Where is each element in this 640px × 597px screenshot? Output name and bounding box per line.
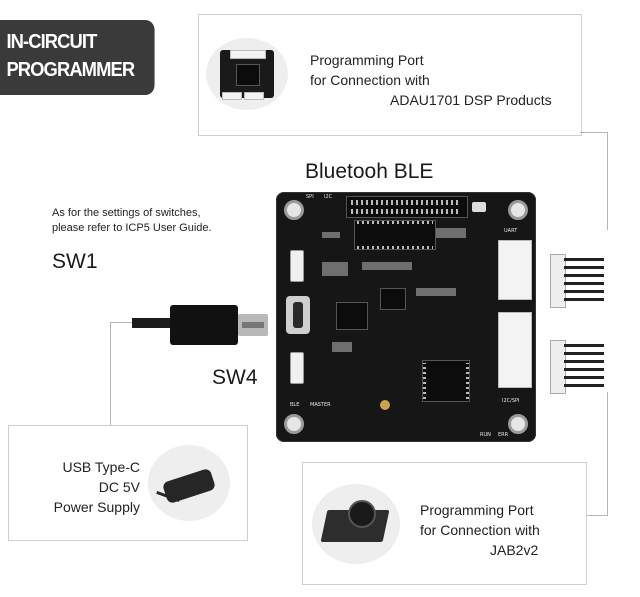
leader-line-top-h [580, 132, 608, 133]
banner-line-1: IN-CIRCUIT [6, 31, 97, 53]
silk-err: ERR [498, 432, 509, 438]
sw4-label: SW4 [212, 366, 258, 389]
power-line-1: USB Type-C [62, 459, 140, 475]
leader-line-top-v [607, 132, 608, 230]
status-led [380, 400, 390, 410]
silk-master: MASTER [310, 402, 331, 408]
usb-c-port [286, 296, 310, 334]
sw4-switch [290, 352, 304, 384]
sw1-label: SW1 [52, 250, 98, 273]
silk-spi: SPI [306, 194, 314, 200]
ribbon-connector-bottom [550, 340, 566, 394]
reset-button [472, 202, 486, 212]
leader-line-bottom-h [585, 515, 608, 516]
power-line-3: Power Supply [53, 499, 140, 515]
mcu-chip [354, 220, 436, 250]
mount-hole-tl [284, 200, 304, 220]
uart-connector [498, 240, 532, 300]
callout-adau1701-line-1: Programming Port [310, 52, 424, 68]
callout-jab2v2-line-2: for Connection with [420, 522, 540, 538]
switch-note: As for the settings of switches, please … [52, 206, 212, 236]
usb-cable [132, 318, 172, 328]
callout-power-text: USB Type-C DC 5V Power Supply [20, 457, 140, 517]
i2c-spi-connector [498, 312, 532, 388]
power-line-2: DC 5V [98, 479, 140, 495]
title-banner: IN-CIRCUIT PROGRAMMER [0, 20, 155, 95]
callout-adau1701-line-2: for Connection with [310, 72, 430, 88]
silk-run: RUN [480, 432, 491, 438]
sw1-switch [290, 250, 304, 282]
switch-note-line-2: please refer to ICP5 User Guide. [52, 222, 212, 234]
callout-jab2v2-text: Programming Port for Connection with JAB… [420, 500, 580, 560]
callout-adau1701-line-3: ADAU1701 DSP Products [390, 92, 552, 108]
adau1701-board-photo [206, 38, 288, 110]
silk-i2c: I2C [324, 194, 333, 200]
leader-line-bottom-v [607, 392, 608, 516]
bluetooth-module [346, 196, 468, 218]
switch-note-line-1: As for the settings of switches, [52, 207, 201, 219]
callout-adau1701-text: Programming Port for Connection with ADA… [310, 50, 572, 110]
mount-hole-br [508, 414, 528, 434]
jab2v2-board-photo [312, 484, 400, 564]
silk-uart: UART [504, 228, 518, 234]
ribbon-wires-top [564, 256, 604, 304]
leader-line-usb-v [110, 322, 111, 426]
callout-jab2v2-line-1: Programming Port [420, 502, 534, 518]
callout-jab2v2-line-3: JAB2v2 [490, 542, 539, 558]
banner-line-2: PROGRAMMER [6, 59, 135, 81]
icp5-pcb-board: SPI I2C UART I2C/SPI BLE MASTER RUN ERR [276, 192, 536, 442]
usb-plug-tip [238, 314, 268, 336]
silk-ble: BLE [290, 402, 300, 408]
usb-plug-body [170, 305, 238, 345]
ribbon-wires-bottom [564, 342, 604, 390]
ribbon-connector-top [550, 254, 566, 308]
power-adapter-photo [148, 445, 230, 521]
board-title: Bluetooh BLE [305, 160, 434, 183]
mount-hole-bl [284, 414, 304, 434]
silk-i2c-spi: I2C/SPI [502, 398, 520, 404]
eeprom-chip [422, 360, 470, 402]
mount-hole-tr [508, 200, 528, 220]
leader-line-usb-h [110, 322, 132, 323]
